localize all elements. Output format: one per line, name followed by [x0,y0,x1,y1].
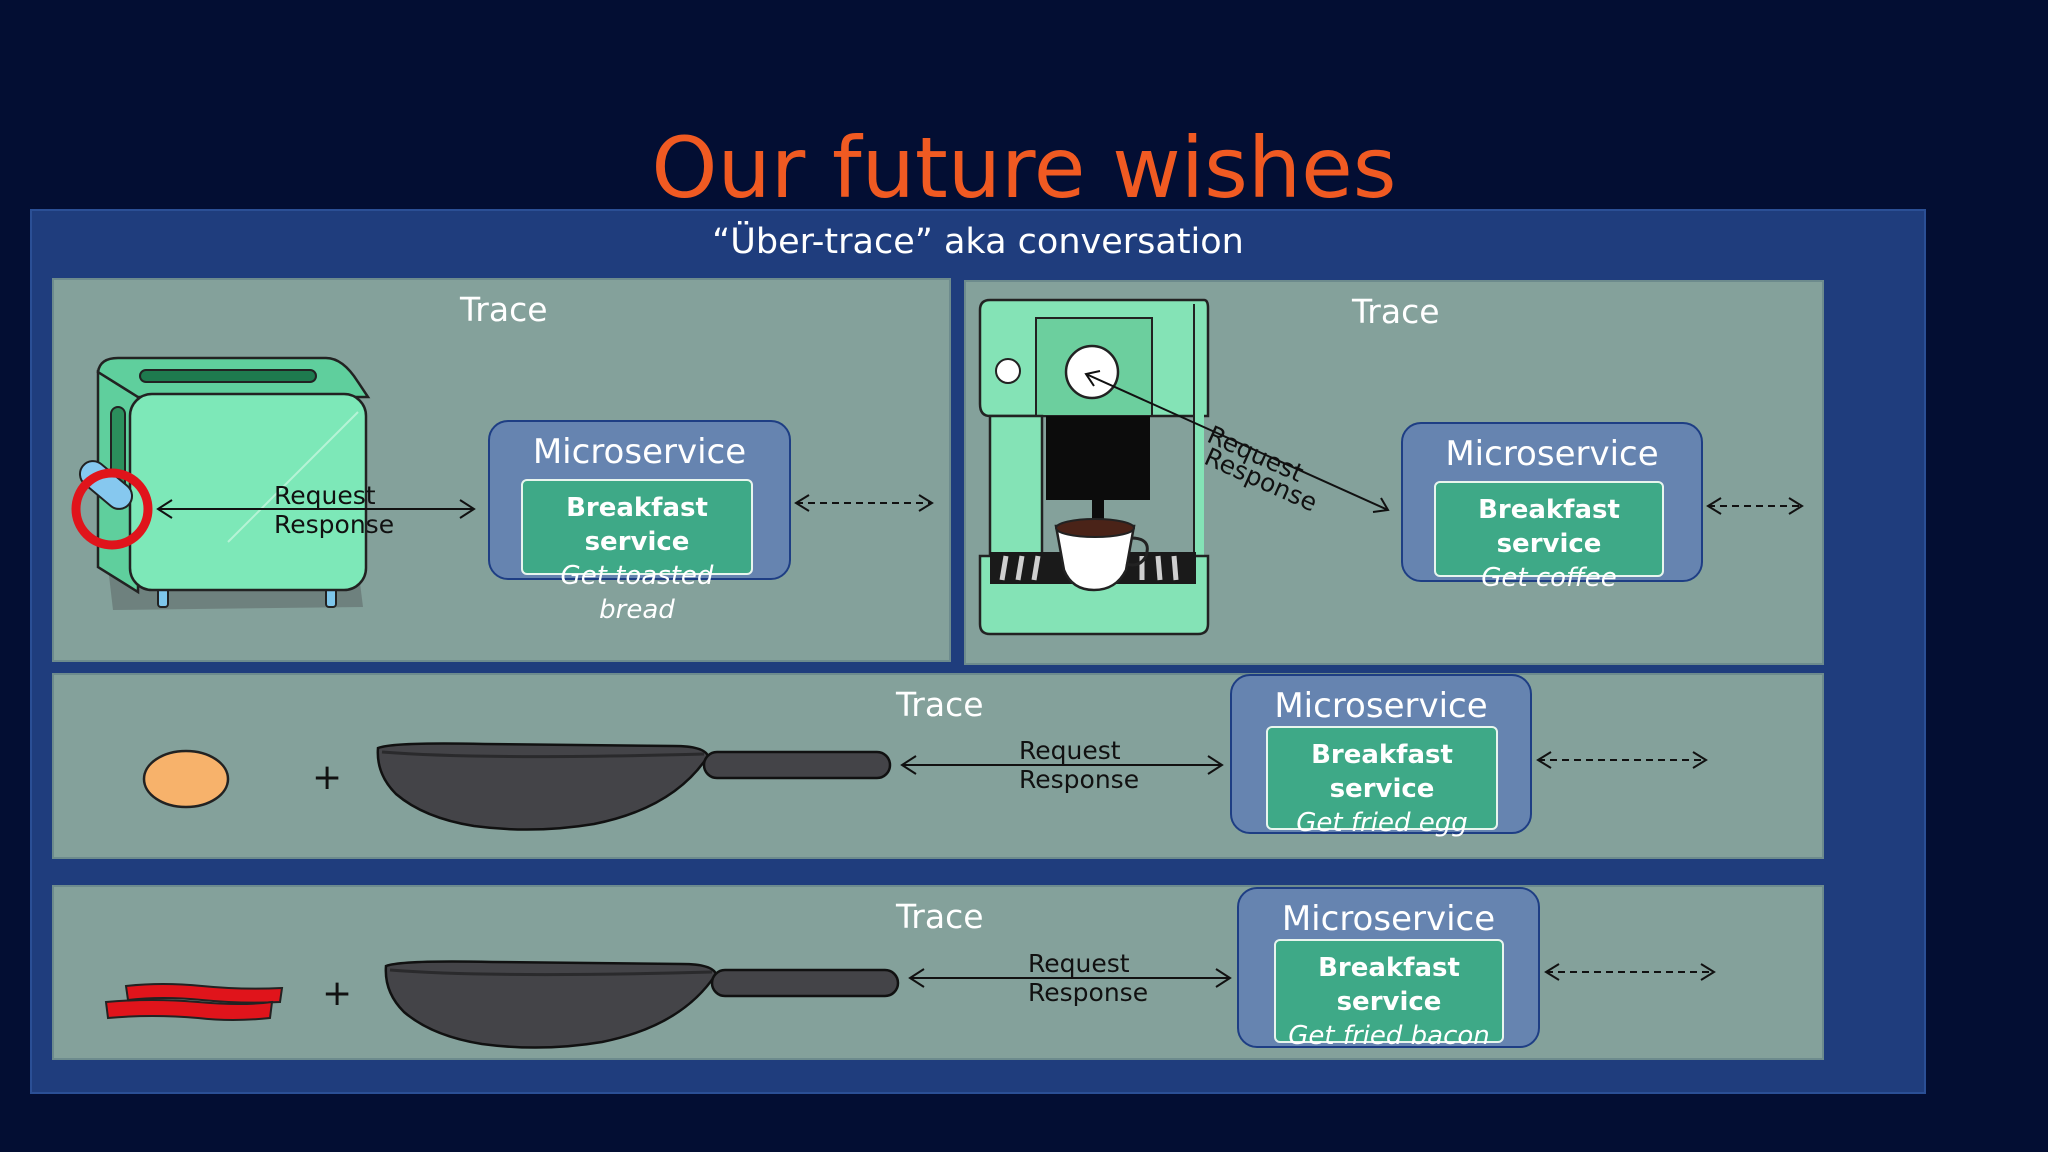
microservice-box-coffee: Microservice Breakfast service Get coffe… [1401,422,1703,593]
breakfast-service-box: Breakfast service Get fried egg [1266,726,1498,838]
service-name: Breakfast service [1478,495,1620,559]
microservice-box-toast: Microservice Breakfast service Get toast… [488,420,791,625]
frying-pan-icon-bacon [384,960,900,1049]
service-action: Get fried bacon [1288,1021,1490,1051]
microservice-box-bacon: Microservice Breakfast service Get fried… [1237,887,1540,1051]
bacon-request-label: Request [1028,949,1130,978]
egg-request-label: Request [1019,736,1121,765]
service-name: Breakfast service [1311,740,1453,804]
toast-response-label: Response [274,510,395,539]
service-name: Breakfast service [1318,953,1460,1017]
frying-pan-icon-egg [376,742,892,831]
slide-title: Our future wishes [651,119,1397,217]
microservice-title: Microservice [1445,434,1659,474]
plus-sign-egg: + [312,757,343,798]
bacon-icon [104,983,284,1021]
bacon-response-label: Response [1028,978,1149,1007]
microservice-title: Microservice [1274,686,1488,726]
uber-trace-subtitle: “Über-trace” aka conversation [712,222,1244,262]
breakfast-service-box: Breakfast service Get coffee [1434,481,1664,593]
trace-label-egg: Trace [896,685,984,724]
toast-request-label: Request [274,481,376,510]
microservice-title: Microservice [1281,899,1496,939]
egg-response-label: Response [1019,765,1140,794]
service-action: Get toasted bread [560,561,714,625]
coffee-machine-icon [978,298,1210,636]
service-name: Breakfast service [566,493,708,557]
breakfast-service-box: Breakfast service Get toasted bread [521,479,753,625]
plus-sign-bacon: + [322,973,353,1014]
trace-label-coffee: Trace [1352,292,1440,331]
breakfast-service-box: Breakfast service Get fried bacon [1274,939,1504,1051]
microservice-box-egg: Microservice Breakfast service Get fried… [1230,674,1532,838]
trace-label-toast: Trace [460,290,548,329]
egg-icon [142,749,230,809]
microservice-title: Microservice [532,432,747,472]
service-action: Get fried egg [1296,808,1468,838]
toaster-icon [71,356,371,610]
trace-label-bacon: Trace [896,897,984,936]
service-action: Get coffee [1481,563,1617,593]
